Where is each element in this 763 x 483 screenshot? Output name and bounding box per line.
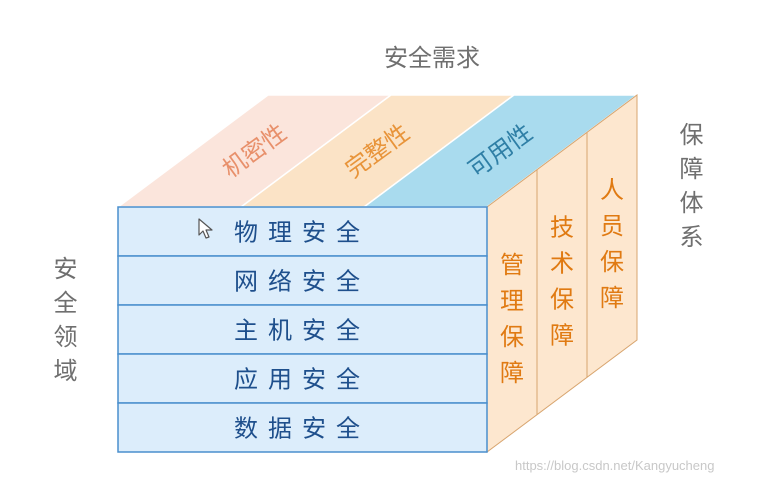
assurance-label-char: 障 (600, 284, 624, 312)
assurance-label-char: 员 (600, 212, 624, 240)
assurance-label-char: 人 (600, 176, 624, 204)
assurance-label-char: 保 (500, 323, 524, 351)
watermark: https://blog.csdn.net/Kangyucheng (515, 458, 715, 473)
domain-row (117, 304, 488, 355)
top-axis-title: 安全需求 (384, 44, 480, 72)
right-axis-title: 保障体系 (675, 122, 703, 258)
left-axis-title: 安全领域 (49, 256, 77, 392)
domain-label: 物理安全 (234, 219, 370, 247)
assurance-label-char: 术 (550, 250, 574, 278)
domain-label: 网络安全 (234, 268, 370, 296)
domain-label: 应用安全 (234, 366, 370, 394)
assurance-label-char: 障 (550, 322, 574, 350)
assurance-label-char: 管 (500, 251, 524, 279)
assurance-label-char: 保 (600, 248, 624, 276)
domain-row (117, 255, 488, 306)
domain-label: 数据安全 (234, 415, 370, 443)
assurance-label-char: 技 (550, 214, 574, 242)
domain-row (117, 206, 488, 257)
assurance-label-char: 保 (550, 286, 574, 314)
domain-row (117, 402, 488, 453)
domain-label: 主机安全 (234, 317, 370, 345)
domain-row (117, 353, 488, 404)
assurance-label-char: 理 (500, 287, 524, 315)
mouse-pointer-icon (198, 218, 213, 239)
assurance-label-char: 障 (500, 359, 524, 387)
